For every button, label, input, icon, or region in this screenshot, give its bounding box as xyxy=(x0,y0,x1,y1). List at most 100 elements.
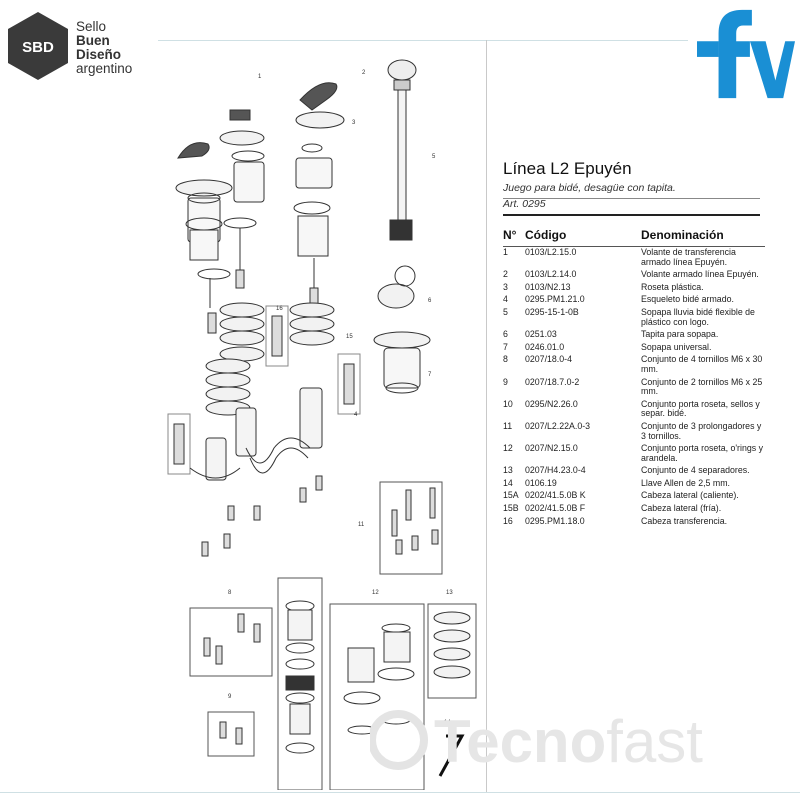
box-12-porta-roseta xyxy=(329,603,425,790)
table-row: 5 0295-15-1-0B Sopapa lluvia bidé flexible… xyxy=(503,307,765,329)
cell-no: 8 xyxy=(503,354,508,365)
cell-name: Sopapa lluvia bidé flexible de plástico … xyxy=(641,306,755,327)
callout-7: 7 xyxy=(428,372,432,378)
callout-6: 6 xyxy=(428,298,432,304)
sbd-line-4: argentino xyxy=(76,61,133,76)
drain-cap-assembly xyxy=(373,265,431,394)
callout-15: 15 xyxy=(346,334,353,340)
cell-no: 2 xyxy=(503,269,508,280)
cell-code: 0202/41.5.0B K xyxy=(525,490,586,501)
table-row: 6 0251.03 Tapita para sopapa. xyxy=(503,329,765,342)
cell-code: 0106.19 xyxy=(525,477,557,488)
cell-no: 5 xyxy=(503,306,508,317)
column-divider xyxy=(486,40,487,792)
sbd-line-3: Diseño xyxy=(76,47,122,62)
cell-code: 0103/N2.13 xyxy=(525,281,571,292)
cell-no: 9 xyxy=(503,376,508,387)
watermark-light: fast xyxy=(606,708,703,775)
callout-4: 4 xyxy=(354,412,358,418)
cell-code: 0207/H4.23.0-4 xyxy=(525,465,586,476)
callout-16: 16 xyxy=(276,306,283,312)
article-number: Art. 0295 xyxy=(503,198,546,210)
table-row: 1 0103/L2.15.0 Volante de transferencia ar… xyxy=(503,247,765,270)
table-header-row: N° Código Denominación xyxy=(503,228,765,247)
cell-name: Conjunto de 4 tornillos M6 x 30 mm. xyxy=(641,354,763,374)
cell-code: 0295-15-1-0B xyxy=(525,306,579,317)
left-handle-stack xyxy=(175,109,265,334)
loose-screws xyxy=(201,475,323,557)
callout-11: 11 xyxy=(358,522,365,528)
cell-name: Tapita para sopapa. xyxy=(641,329,719,340)
header-no: N° xyxy=(503,228,525,247)
fv-brand-logo xyxy=(697,9,795,99)
sbd-seal-text: Sello Buen Diseño argentino xyxy=(76,20,156,76)
svg-text:Tecnofast: Tecnofast xyxy=(434,708,703,775)
cell-name: Llave Allen de 2,5 mm. xyxy=(641,477,730,488)
cell-no: 10 xyxy=(503,398,513,409)
callout-5: 5 xyxy=(432,154,436,160)
cell-code: 0246.01.0 xyxy=(525,341,565,352)
cell-code: 0103/L2.14.0 xyxy=(525,269,577,280)
drain-rod xyxy=(387,59,417,241)
callout-1: 1 xyxy=(258,74,262,80)
cell-no: 16 xyxy=(503,515,513,526)
product-title: Línea L2 Epuyén xyxy=(503,159,632,178)
title-rule xyxy=(503,198,760,199)
box-8-tornillos xyxy=(189,607,273,677)
table-top-rule xyxy=(503,214,760,216)
cartridge-boxes xyxy=(167,305,361,475)
parts-table-body: 1 0103/L2.15.0 Volante de transferencia ar… xyxy=(503,247,765,529)
callout-8: 8 xyxy=(228,590,232,596)
box-9-tornillos xyxy=(207,711,255,757)
table-row: 8 0207/18.0-4 Conjunto de 4 tornillos M6 x… xyxy=(503,354,765,376)
callout-2: 2 xyxy=(362,70,366,76)
box-11-prolongadores xyxy=(379,481,443,575)
cell-no: 15B xyxy=(503,503,519,514)
allen-key xyxy=(438,734,465,777)
cell-name: Roseta plástica. xyxy=(641,281,704,292)
center-handle-stack xyxy=(293,82,345,311)
cell-code: 0295.PM1.18.0 xyxy=(525,515,585,526)
cell-code: 0103/L2.15.0 xyxy=(525,247,577,257)
box-16-transfer xyxy=(277,577,323,790)
cell-code: 0295/N2.26.0 xyxy=(525,398,578,409)
cell-code: 0207/18.7.0-2 xyxy=(525,376,580,387)
exploded-parts-diagram: 1 2 3 4 5 6 7 8 9 11 12 13 14 15 16 xyxy=(167,59,477,790)
cell-code: 0207/18.0-4 xyxy=(525,354,572,365)
callout-labels: 1 2 3 4 5 6 7 8 9 11 12 13 14 15 16 xyxy=(228,70,453,726)
box-13-separadores xyxy=(427,603,477,699)
sbd-badge-text: SBD xyxy=(22,39,54,56)
cell-name: Sopapa universal. xyxy=(641,341,712,352)
table-row: 15A 0202/41.5.0B K Cabeza lateral (calient… xyxy=(503,490,765,503)
cell-no: 1 xyxy=(503,247,508,257)
watermark-bold: Tecno xyxy=(434,708,606,775)
cell-name: Volante de transferencia armado línea Ep… xyxy=(641,247,736,267)
table-row: 16 0295.PM1.18.0 Cabeza transferencia. xyxy=(503,516,765,529)
cell-code: 0251.03 xyxy=(525,329,557,340)
bidet-body xyxy=(189,387,323,481)
cell-no: 15A xyxy=(503,490,519,501)
table-row: 3 0103/N2.13 Roseta plástica. xyxy=(503,282,765,295)
cell-code: 0207/N2.15.0 xyxy=(525,443,578,454)
cell-name: Cabeza lateral (caliente). xyxy=(641,490,739,501)
header-code: Código xyxy=(525,228,641,247)
cell-name: Cabeza transferencia. xyxy=(641,515,728,526)
callout-13: 13 xyxy=(446,590,453,596)
cell-code: 0295.PM1.21.0 xyxy=(525,294,585,305)
sbd-line-2: Buen xyxy=(76,33,110,48)
cell-name: Conjunto de 3 prolongadores y 3 tornillo… xyxy=(641,420,762,441)
cell-no: 6 xyxy=(503,329,508,340)
sbd-line-1: Sello xyxy=(76,19,107,34)
cell-no: 3 xyxy=(503,281,508,292)
sbd-hexagon-logo: SBD xyxy=(8,12,68,80)
product-subtitle: Juego para bidé, desagüe con tapita. xyxy=(503,182,676,194)
tecnofast-watermark: Tecnofast xyxy=(370,708,703,775)
